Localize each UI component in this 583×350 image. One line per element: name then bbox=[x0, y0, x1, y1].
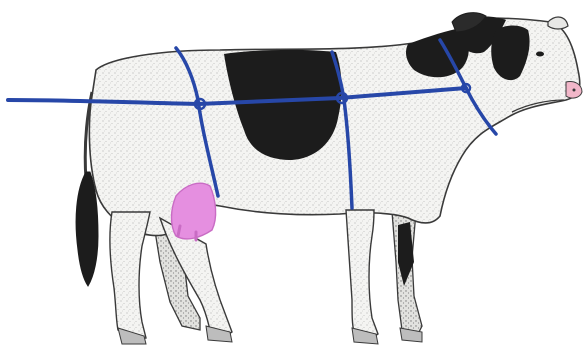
eye bbox=[536, 52, 544, 57]
